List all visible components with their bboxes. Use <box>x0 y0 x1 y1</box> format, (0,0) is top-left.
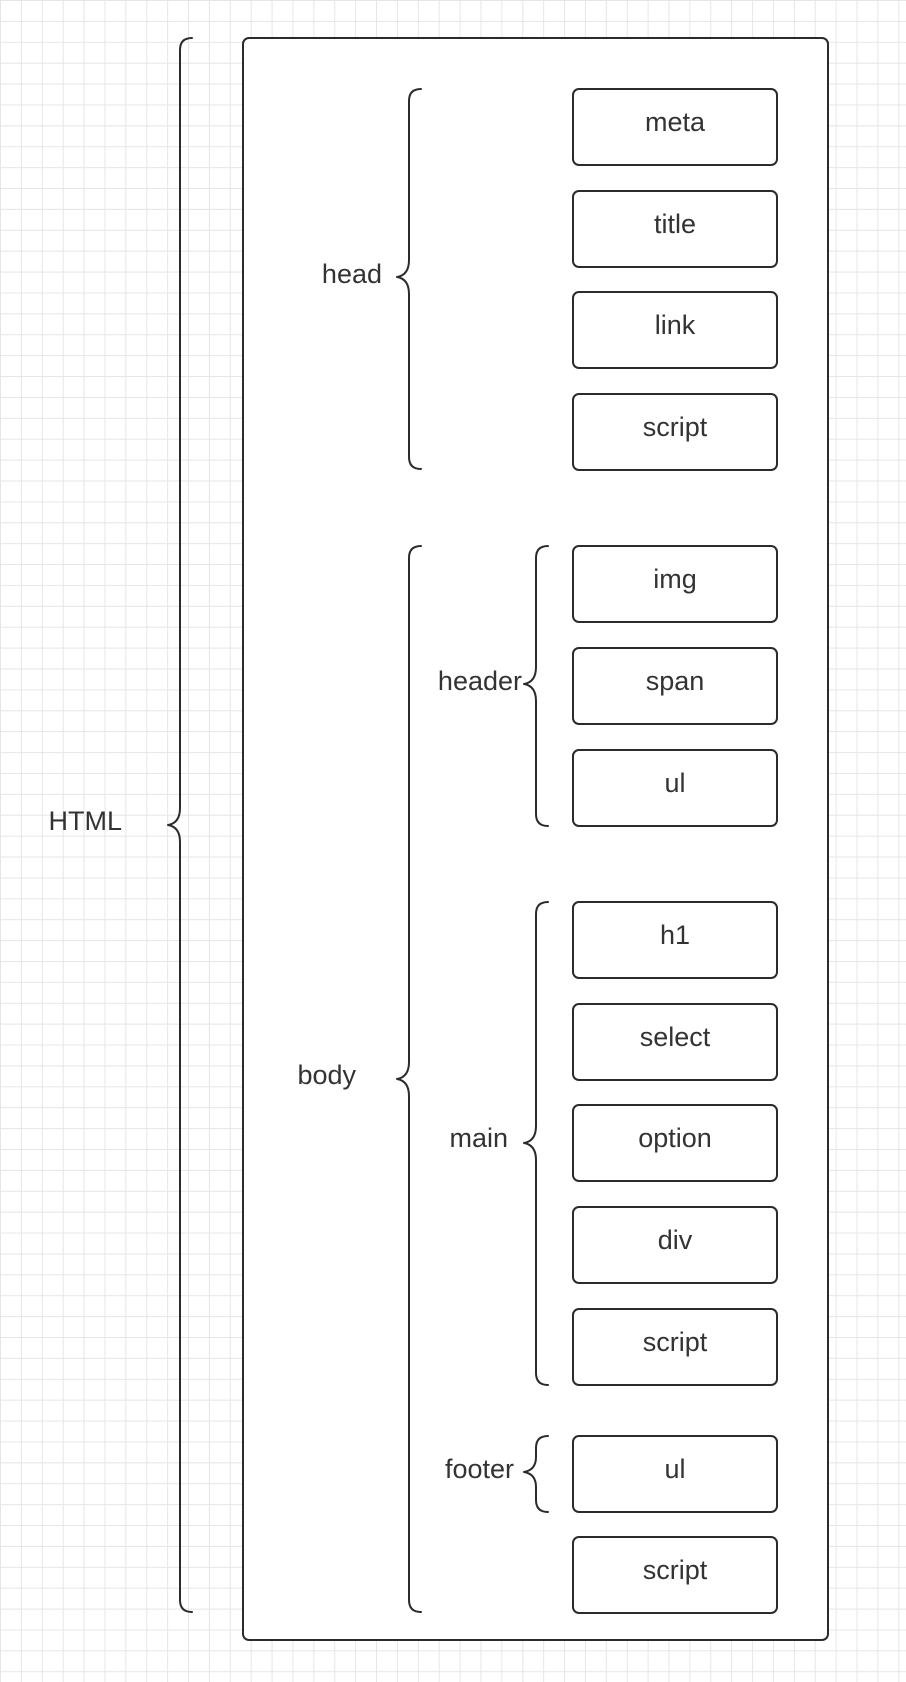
main-brace <box>523 901 549 1386</box>
node-body-script <box>572 1536 778 1614</box>
node-span <box>572 647 778 725</box>
node-head-script-label: script <box>643 412 708 442</box>
node-header-ul <box>572 749 778 827</box>
node-link-label: link <box>655 310 696 340</box>
node-header-ul-label: ul <box>664 768 685 798</box>
node-head-script <box>572 393 778 471</box>
head-label: head <box>322 259 382 289</box>
node-img <box>572 545 778 623</box>
node-select <box>572 1003 778 1081</box>
html-brace <box>167 37 193 1613</box>
node-h1-label: h1 <box>660 920 690 950</box>
node-body-script-label: script <box>643 1555 708 1585</box>
node-meta-label: meta <box>645 107 706 137</box>
node-footer-ul <box>572 1435 778 1513</box>
node-option <box>572 1104 778 1182</box>
body-brace <box>396 545 422 1613</box>
node-select-label: select <box>640 1022 711 1052</box>
node-main-script <box>572 1308 778 1386</box>
node-h1 <box>572 901 778 979</box>
header-brace <box>523 545 549 827</box>
node-option-label: option <box>638 1123 712 1153</box>
node-title-label: title <box>654 209 696 239</box>
main-label: main <box>449 1123 508 1153</box>
node-img-label: img <box>653 564 697 594</box>
node-div-label: div <box>658 1225 693 1255</box>
node-link <box>572 291 778 369</box>
body-label: body <box>297 1060 356 1090</box>
node-title <box>572 190 778 268</box>
footer-brace <box>523 1435 549 1513</box>
node-span-label: span <box>646 666 705 696</box>
node-div <box>572 1206 778 1284</box>
head-brace <box>396 88 422 470</box>
header-label: header <box>438 666 522 696</box>
node-main-script-label: script <box>643 1327 708 1357</box>
footer-label: footer <box>445 1454 514 1484</box>
node-meta <box>572 88 778 166</box>
node-footer-ul-label: ul <box>664 1454 685 1484</box>
html-label: HTML <box>49 806 123 836</box>
